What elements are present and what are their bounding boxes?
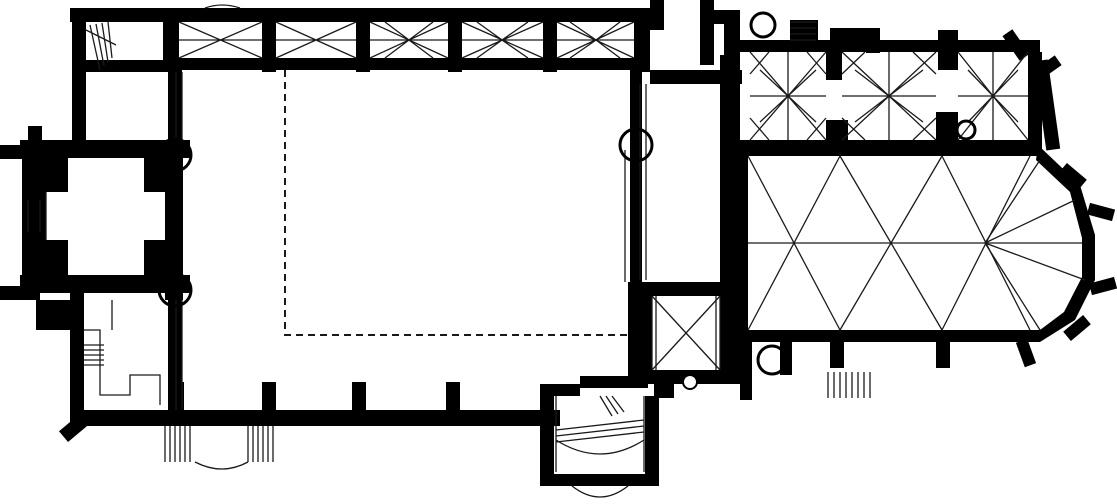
stair-turret [44, 302, 72, 330]
sacristy-wall [740, 340, 752, 400]
porch-east-wall [645, 396, 659, 486]
nw-turret [749, 11, 777, 39]
chancel-arch-wall [738, 150, 748, 335]
nw-wall-inner [86, 60, 176, 72]
south-buttress [446, 382, 460, 417]
chancel-buttress [830, 338, 844, 368]
north-pier [543, 8, 557, 72]
sw-steps [84, 344, 104, 366]
apse-wall [1036, 145, 1095, 342]
north-chapel-bar [740, 140, 1040, 156]
apse-buttress [1015, 338, 1037, 368]
north-pier [356, 8, 370, 72]
apse-buttress [1086, 202, 1116, 222]
west-wall-north [72, 8, 86, 143]
crossing-east-wall-north [720, 55, 740, 285]
south-aisle-wall [70, 410, 560, 426]
nave-dashed-boundary [284, 70, 630, 336]
ne-steps [790, 21, 816, 41]
tower-corner [46, 240, 68, 275]
porch-steps-west [164, 426, 191, 462]
round-features [44, 11, 977, 390]
north-chapel-east [1033, 59, 1061, 151]
south-buttress [170, 382, 184, 417]
north-pier [163, 8, 179, 72]
north-aisle-inner-wall [170, 58, 640, 70]
chancel-buttress [936, 338, 950, 368]
vaulting [27, 21, 1086, 472]
bell-chamber-wall [628, 282, 744, 296]
chancel-steps [827, 372, 871, 398]
bell-chamber-south [654, 380, 674, 398]
porch-west-wall [540, 386, 554, 486]
nw-stair [85, 21, 117, 71]
north-chapel-buttress [1038, 55, 1062, 77]
stairs [84, 4, 871, 498]
chancel-north-wall [740, 40, 1040, 52]
porch-north-wall [540, 384, 580, 396]
porch-steps-mid [247, 426, 274, 462]
walls [0, 0, 1117, 486]
font [955, 119, 977, 141]
stair-turret [157, 272, 193, 308]
bell-chamber-wall [628, 282, 652, 382]
sw-buttress [59, 411, 91, 443]
round-pier [682, 374, 698, 390]
north-chapel-buttress [1002, 29, 1030, 61]
crossing-north-tower [650, 0, 664, 30]
north-chapel-pier [936, 112, 958, 156]
south-porch-steps [555, 395, 645, 443]
tower-south-wall [20, 275, 190, 293]
north-chapel-pier [826, 120, 848, 156]
stair-turret [157, 137, 193, 173]
bell-chamber-south [580, 376, 648, 388]
doorway-arc-porch [571, 485, 629, 498]
tower-west-wall [22, 140, 46, 293]
chancel-pier [938, 30, 958, 70]
chancel-vaults [747, 155, 1086, 331]
apse-buttress [1088, 276, 1117, 296]
tower-buttress [28, 126, 42, 156]
crossing-west-wall-north [630, 70, 642, 290]
south-buttress [262, 382, 276, 417]
apse-buttress [1059, 163, 1087, 189]
doorway-arc-west [194, 461, 249, 470]
chancel-pier [866, 28, 880, 53]
crossing-top [650, 70, 742, 84]
north-pier [262, 8, 276, 72]
tower-east-wall [165, 140, 183, 300]
stair-turret [756, 344, 788, 376]
apse-buttress [1063, 315, 1091, 341]
crossing-north-tower [700, 0, 714, 65]
north-pier [634, 8, 650, 72]
west-wall-south [70, 293, 84, 425]
tower-north-wall [20, 140, 190, 158]
chancel-pier [790, 20, 818, 50]
north-aisle-vaults [178, 21, 635, 59]
south-buttress [352, 382, 366, 417]
tower-corner [46, 158, 68, 192]
nave-west-wall [168, 70, 182, 140]
stair-turret [618, 127, 654, 163]
tower-buttress [0, 286, 40, 300]
doorway-arc-north [204, 4, 241, 9]
chancel-pier [826, 40, 842, 80]
north-chapel-vaults [749, 51, 1029, 141]
crossing-north-tower [724, 10, 740, 70]
sacristy-wall [780, 330, 792, 375]
north-pier [448, 8, 462, 72]
chancel-south-wall [740, 330, 1040, 342]
porch-south-wall [540, 474, 659, 486]
